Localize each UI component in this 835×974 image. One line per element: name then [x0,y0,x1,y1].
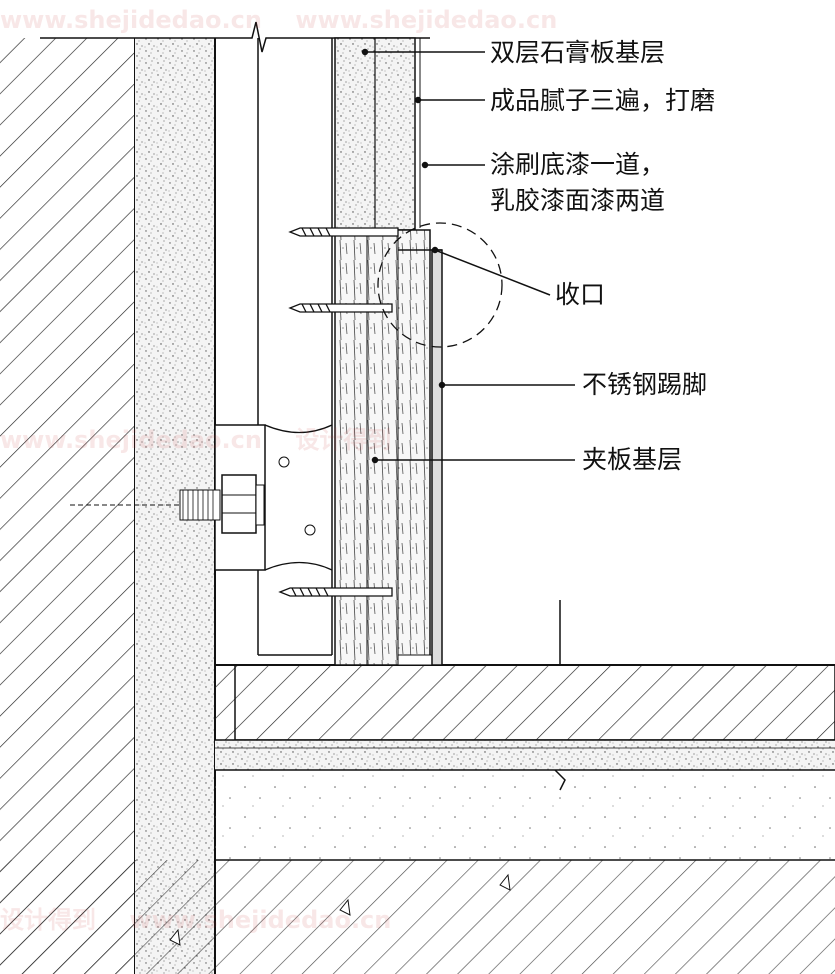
floor-finish-layer [215,740,835,770]
floor-screed [215,665,835,740]
masonry-wall [0,38,135,974]
label-skirting: 不锈钢踢脚 [582,370,708,399]
label-plywood: 夹板基层 [582,445,683,474]
concrete-slab [215,770,835,860]
stainless-skirting [431,249,443,666]
label-gypsum-board: 双层石膏板基层 [490,38,666,67]
screws [278,227,399,597]
label-putty: 成品腻子三遍，打磨 [490,86,716,115]
label-paint-line1: 涂刷底漆一道， [490,150,666,179]
closure-detail-circle [377,222,503,348]
label-paint-line2: 乳胶漆面漆两道 [490,186,666,215]
label-closure: 收口 [555,280,606,309]
leader-lines [361,48,575,464]
plywood-base [334,229,431,666]
